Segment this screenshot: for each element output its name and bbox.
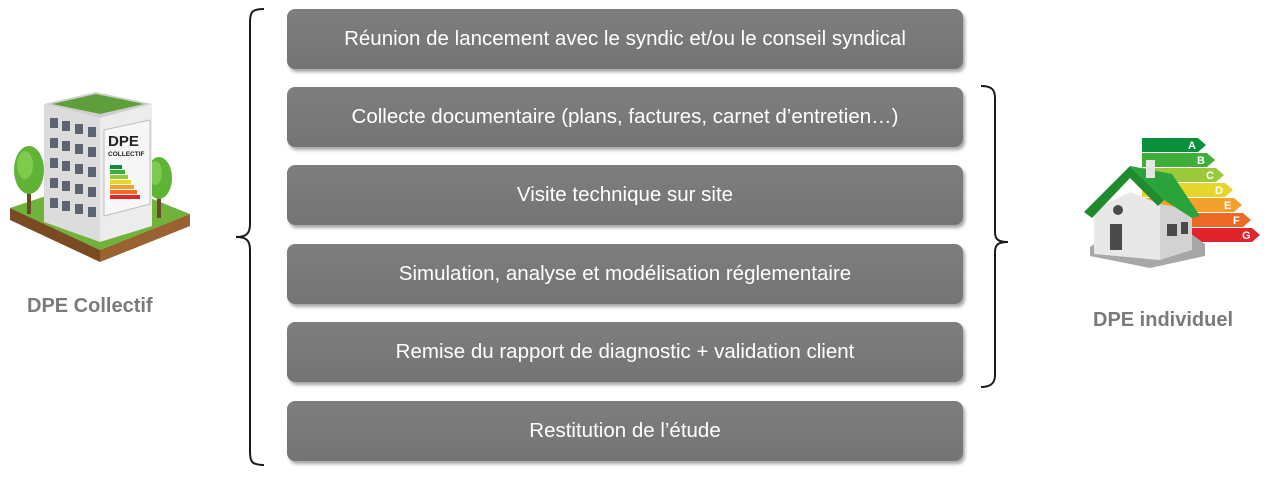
step-label: Réunion de lancement avec le syndic et/o… (344, 27, 906, 50)
mini-energy-bars (110, 165, 140, 199)
sign-text-collectif: COLLECTIF (108, 151, 144, 158)
energy-class-c-letter: C (1206, 170, 1214, 182)
step-kickoff-meeting: Réunion de lancement avec le syndic et/o… (287, 9, 963, 69)
step-document-collection: Collecte documentaire (plans, factures, … (287, 87, 963, 147)
energy-class-a-arrow (1142, 138, 1206, 152)
step-label: Simulation, analyse et modélisation régl… (398, 262, 852, 285)
energy-class-f-letter: F (1233, 215, 1240, 227)
step-simulation: Simulation, analyse et modélisation régl… (287, 244, 963, 304)
sign-text-dpe: DPE (108, 133, 139, 150)
energy-class-b-arrow (1142, 153, 1215, 167)
step-label: Collecte documentaire (plans, factures, … (351, 105, 899, 128)
dpe-collectif-label: DPE Collectif (27, 295, 153, 317)
energy-class-g-letter: G (1242, 230, 1251, 242)
energy-class-e-letter: E (1224, 200, 1231, 212)
step-label: Remise du rapport de diagnostic + valida… (395, 340, 855, 363)
energy-class-a-letter: A (1188, 140, 1196, 152)
tree-right-icon (146, 157, 172, 218)
energy-class-b-letter: B (1197, 155, 1205, 167)
step-report-delivery: Remise du rapport de diagnostic + valida… (287, 322, 963, 382)
step-restitution: Restitution de l’étude (287, 401, 963, 461)
tree-left-icon (14, 146, 44, 214)
step-site-visit: Visite technique sur site (287, 165, 963, 225)
dpe-individuel-label: DPE individuel (1093, 309, 1234, 331)
left-brace (235, 8, 265, 466)
energy-class-d-letter: D (1215, 185, 1223, 197)
apartment-building-icon: DPE COLLECTIF (10, 92, 190, 262)
step-label: Visite technique sur site (516, 183, 734, 206)
right-brace (980, 85, 1009, 388)
step-label: Restitution de l’étude (529, 419, 721, 442)
